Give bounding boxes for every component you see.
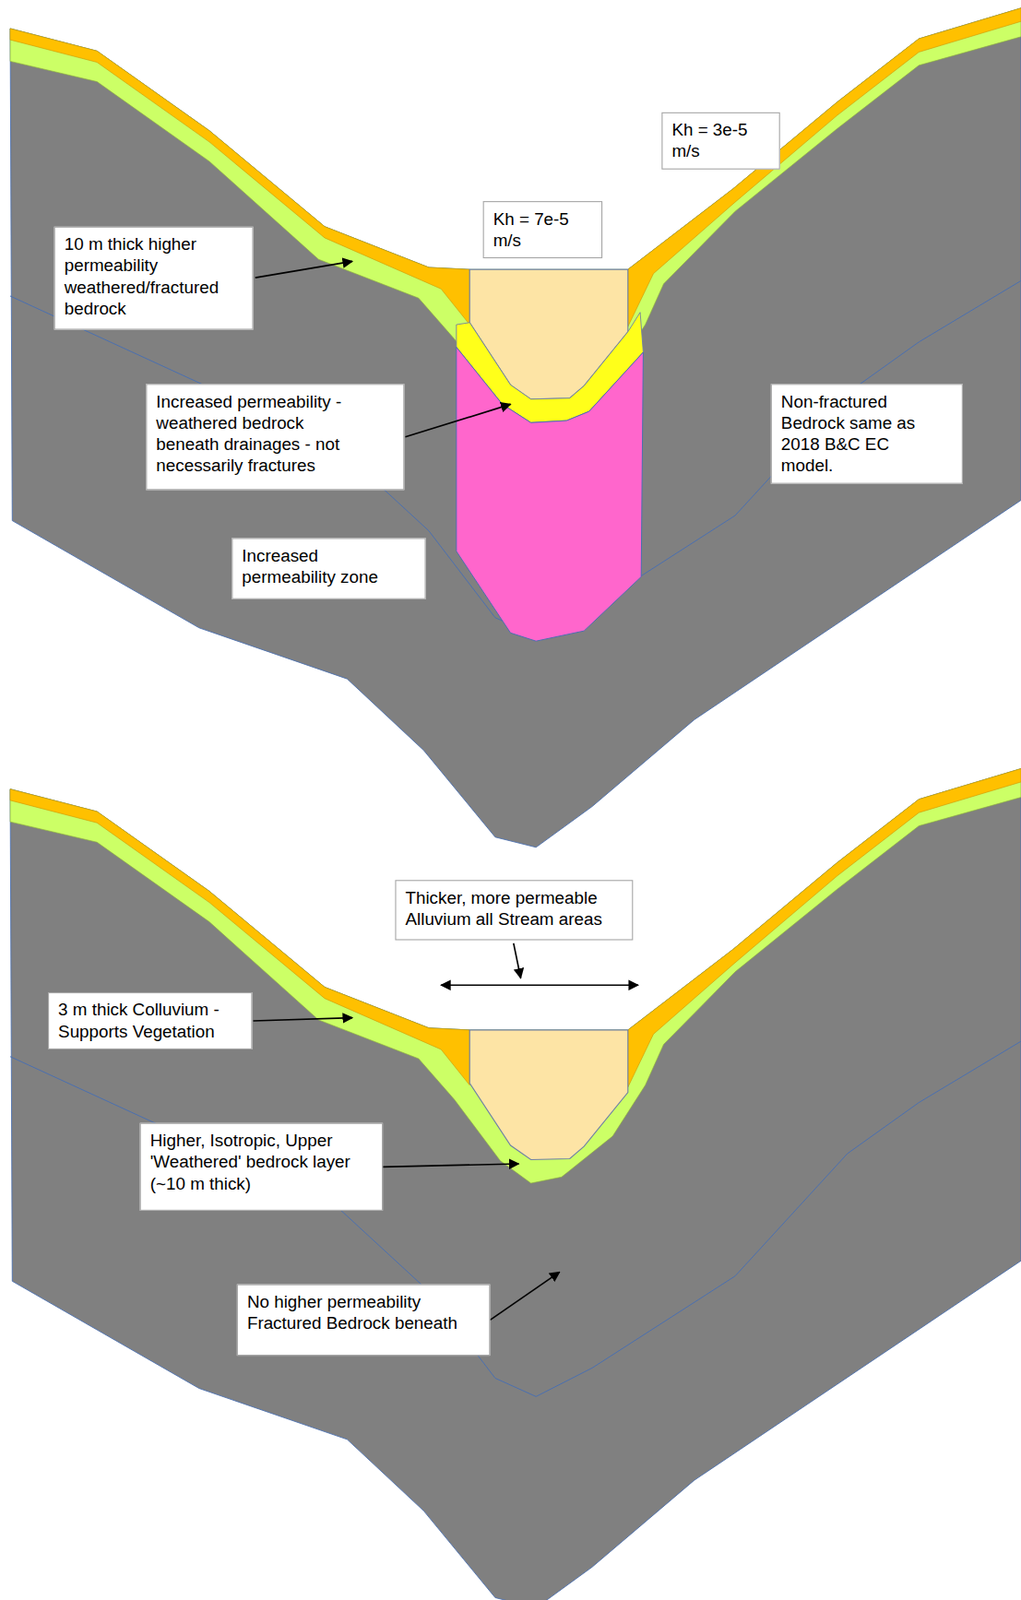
callout-box: Kh = 7e-5 m/s — [483, 201, 604, 259]
top-section — [10, 8, 1021, 848]
leader-arrow — [382, 1163, 519, 1167]
callout-text: 10 m thick higher permeability weathered… — [64, 234, 244, 321]
callout-box: 3 m thick Colluvium - Supports Vegetatio… — [47, 992, 252, 1050]
colluvium-layer — [628, 769, 1021, 1088]
bedrock-body — [10, 8, 1021, 848]
bedrock-body — [10, 769, 1021, 1600]
callout-text: 3 m thick Colluvium - Supports Vegetatio… — [58, 999, 248, 1043]
callout-box: No higher permeability Fractured Bedrock… — [237, 1284, 491, 1356]
increased-permeability-zone — [456, 346, 644, 642]
callout-text: Higher, Isotropic, Upper 'Weathered' bed… — [150, 1129, 370, 1195]
weathered-bedrock-layer — [10, 769, 1021, 1184]
bottom-section — [10, 769, 1021, 1600]
leader-arrow — [253, 1018, 353, 1021]
callout-box: Kh = 3e-5 m/s — [661, 112, 780, 170]
callout-text: Non-fractured Bedrock same as 2018 B&C E… — [781, 391, 943, 477]
callout-box: 10 m thick higher permeability weathered… — [54, 226, 254, 331]
callout-text: Increased permeability zone — [241, 545, 395, 588]
leader-arrow — [255, 261, 353, 278]
leader-arrow — [513, 943, 522, 979]
weathered-bedrock-layer — [10, 8, 1021, 423]
callout-box: Non-fractured Bedrock same as 2018 B&C E… — [771, 383, 963, 484]
leader-arrow — [489, 1271, 559, 1320]
leader-arrow — [404, 403, 511, 437]
callout-box: Higher, Isotropic, Upper 'Weathered' bed… — [140, 1123, 383, 1211]
callout-box: Increased permeability - weathered bedro… — [145, 383, 404, 490]
colluvium-layer — [628, 8, 1021, 327]
callout-text: Kh = 3e-5 m/s — [671, 119, 754, 163]
callout-box: Thicker, more permeable Alluvium all Str… — [394, 879, 633, 940]
alluvium-fill — [469, 1030, 629, 1161]
callout-text: Increased permeability - weathered bedro… — [155, 391, 357, 477]
extent-arrow — [440, 984, 639, 986]
callout-box: Increased permeability zone — [231, 537, 426, 599]
callout-text: Thicker, more permeable Alluvium all Str… — [404, 887, 622, 930]
callout-text: Kh = 7e-5 m/s — [493, 208, 576, 251]
callout-text: No higher permeability Fractured Bedrock… — [247, 1291, 480, 1334]
